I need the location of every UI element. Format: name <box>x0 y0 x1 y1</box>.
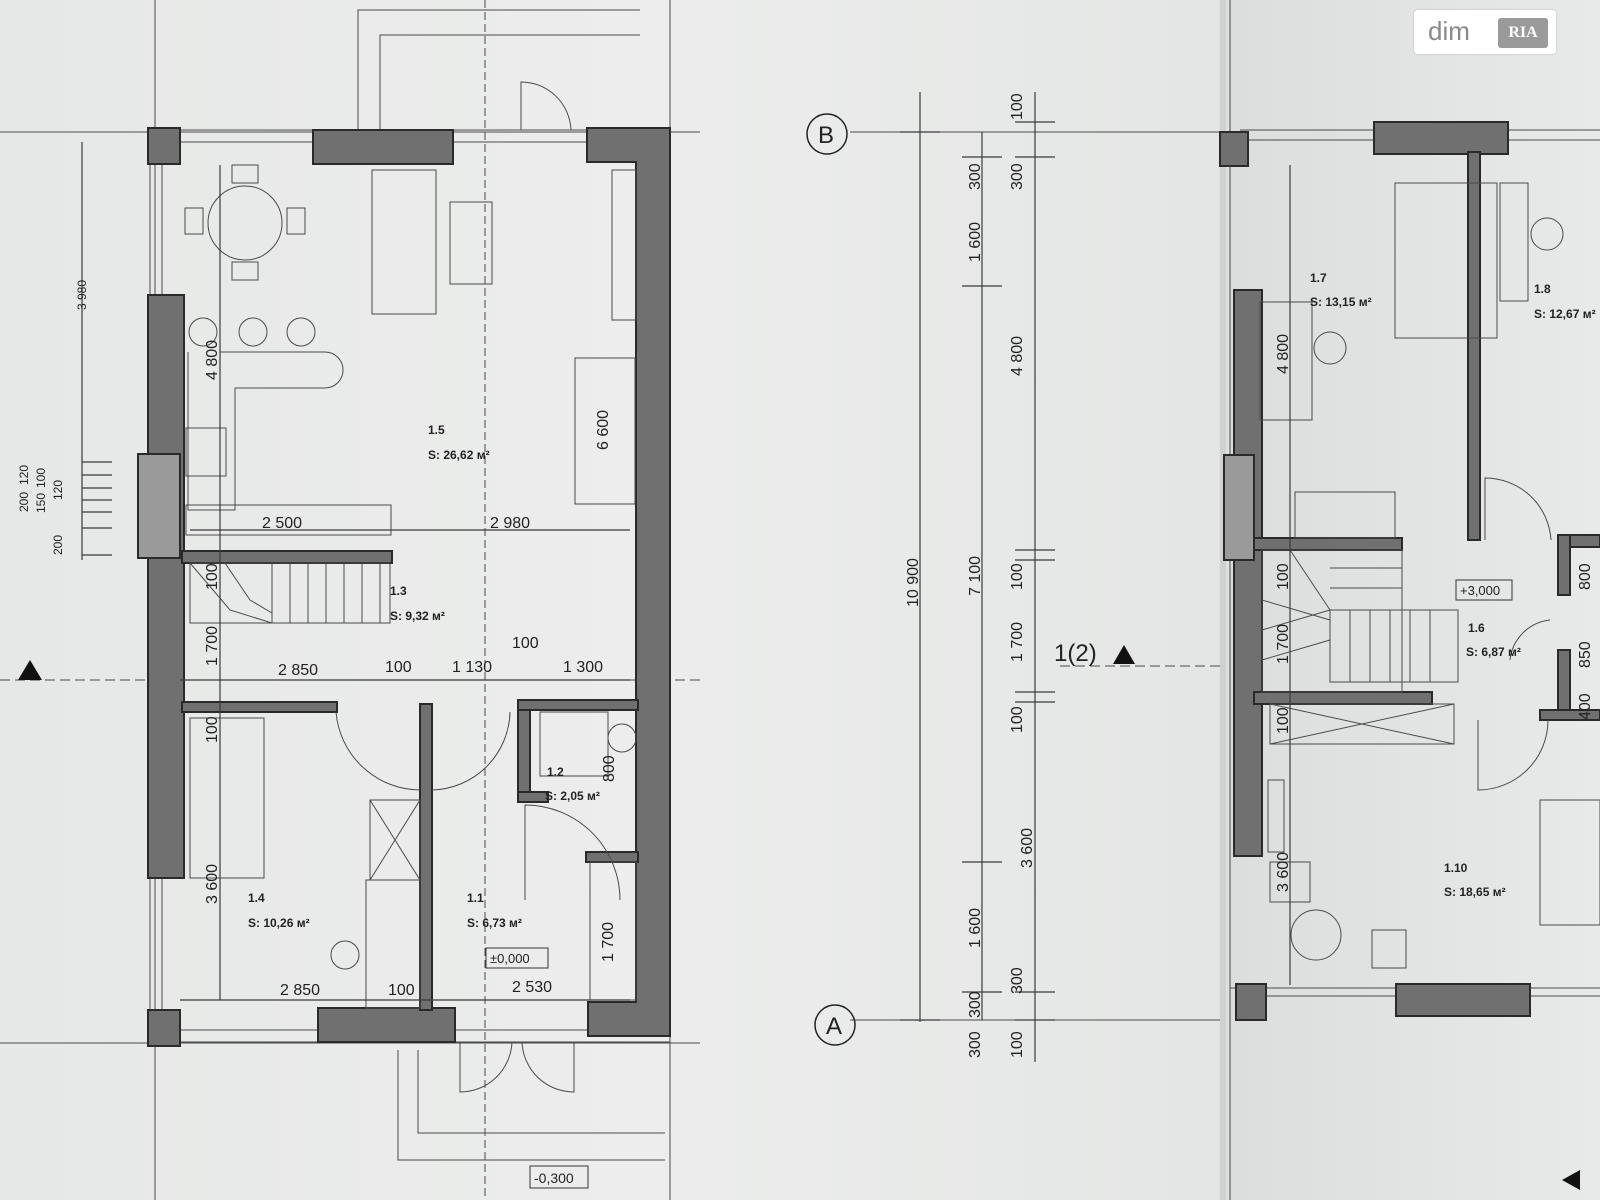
room-1-7-number: 1.7 <box>1310 271 1327 285</box>
section-arrow-right <box>1113 645 1135 664</box>
dim-1600-top: 1 600 <box>967 222 984 262</box>
room-1-5-area: S: 26,62 м² <box>428 448 490 462</box>
room-1-6-number: 1.6 <box>1468 621 1485 635</box>
dim-1700-shower: 1 700 <box>600 922 617 962</box>
axis-a-circle <box>814 1004 856 1046</box>
dim-7100: 7 100 <box>967 556 984 596</box>
floor-level-box <box>485 947 549 969</box>
dim-stack-200b: 200 <box>51 535 65 555</box>
dim-1600-bottom: 1 600 <box>967 908 984 948</box>
dim-2850-bottom: 2 850 <box>280 982 320 999</box>
dim-100-c: 100 <box>388 982 415 999</box>
dim-stack-150: 150 <box>34 493 48 513</box>
dim-100-mid-b: 100 <box>1009 706 1026 733</box>
axis-b-label: B <box>818 122 834 149</box>
room-1-3-number: 1.3 <box>390 584 407 598</box>
page-gutter <box>1220 0 1226 1200</box>
dim-100-base: 100 <box>1009 1031 1026 1058</box>
floor-level-label: ±0,000 <box>490 951 530 966</box>
room-1-8-area: S: 12,67 м² <box>1534 307 1596 321</box>
dim-4800-right: 4 800 <box>1275 334 1292 374</box>
dim-100-mid-a: 100 <box>1009 563 1026 590</box>
dim-2980: 2 980 <box>490 515 530 532</box>
middle-dimension-chain <box>850 92 1220 1062</box>
dim-1300: 1 300 <box>563 659 603 676</box>
right-floor-plan <box>1219 0 1600 1200</box>
dim-100-right-b: 100 <box>1275 707 1292 734</box>
dim-850-right: 850 <box>1577 641 1594 668</box>
ground-level-label: -0,300 <box>534 1170 574 1186</box>
dim-100-right-a: 100 <box>1275 563 1292 590</box>
dim-100-v-b: 100 <box>204 716 221 743</box>
room-1-2-number: 1.2 <box>547 765 564 779</box>
dim-100-top: 100 <box>1009 93 1026 120</box>
dim-stack-120a: 120 <box>17 465 31 485</box>
dim-2530: 2 530 <box>512 979 552 996</box>
room-1-8-number: 1.8 <box>1534 282 1551 296</box>
dim-800-right: 800 <box>1577 563 1594 590</box>
right-stair <box>1261 549 1459 693</box>
dim-3600-right: 3 600 <box>1275 852 1292 892</box>
dim-4800-left: 4 800 <box>204 340 221 380</box>
room-1-10-area: S: 18,65 м² <box>1444 885 1506 899</box>
dim-800: 800 <box>601 755 618 782</box>
room-1-6-area: S: 6,87 м² <box>1466 645 1521 659</box>
room-1-1-area: S: 6,73 м² <box>467 916 522 930</box>
axis-b-circle <box>806 113 848 155</box>
axis-a-label: A <box>826 1013 842 1040</box>
bottom-right-arrow <box>1562 1170 1580 1190</box>
dim-1700-right: 1 700 <box>1275 624 1292 664</box>
room-1-4-number: 1.4 <box>248 891 265 905</box>
dim-6600: 6 600 <box>595 410 612 450</box>
room-1-2-area: S: 2,05 м² <box>545 789 600 803</box>
dim-300-top: 300 <box>1009 163 1026 190</box>
room-1-5-number: 1.5 <box>428 423 445 437</box>
watermark-logo: dim RIA <box>1414 10 1556 54</box>
watermark-badge: RIA <box>1498 18 1548 48</box>
dim-300-bottom-inner: 300 <box>967 991 984 1018</box>
room-1-10-number: 1.10 <box>1444 861 1468 875</box>
dim-3600-mid: 3 600 <box>1019 828 1036 868</box>
dim-3980: 3 980 <box>75 280 89 310</box>
upper-level-box <box>1455 579 1513 601</box>
dim-4800-mid: 4 800 <box>1009 336 1026 376</box>
upper-level-label: +3,000 <box>1460 583 1500 598</box>
dim-1130: 1 130 <box>452 659 492 676</box>
dim-100-b: 100 <box>512 635 539 652</box>
room-1-3-area: S: 9,32 м² <box>390 609 445 623</box>
section-mark-label: 1(2) <box>1054 640 1097 667</box>
dim-stack-120b: 120 <box>51 480 65 500</box>
dim-2500: 2 500 <box>262 515 302 532</box>
dim-300-bottom: 300 <box>1009 967 1026 994</box>
dim-300-top-inner: 300 <box>967 163 984 190</box>
dim-400-right: 400 <box>1577 693 1594 720</box>
dim-100-v-a: 100 <box>204 563 221 590</box>
dim-1700-mid: 1 700 <box>1009 622 1026 662</box>
dim-stack-200a: 200 <box>17 492 31 512</box>
dim-stack-100: 100 <box>34 468 48 488</box>
dim-2850-top: 2 850 <box>278 662 318 679</box>
dim-10900: 10 900 <box>905 558 922 607</box>
left-stair <box>189 562 391 624</box>
dim-300-base: 300 <box>967 1031 984 1058</box>
room-1-7-area: S: 13,15 м² <box>1310 295 1372 309</box>
dim-1700-left: 1 700 <box>204 626 221 666</box>
watermark-text: dim <box>1428 16 1470 46</box>
room-1-4-area: S: 10,26 м² <box>248 916 310 930</box>
ground-level-box <box>529 1165 589 1189</box>
room-1-1-number: 1.1 <box>467 891 484 905</box>
dim-3600-left: 3 600 <box>204 864 221 904</box>
left-floor-plan <box>0 0 700 1200</box>
dim-100-a: 100 <box>385 659 412 676</box>
section-arrow-left <box>18 660 42 680</box>
